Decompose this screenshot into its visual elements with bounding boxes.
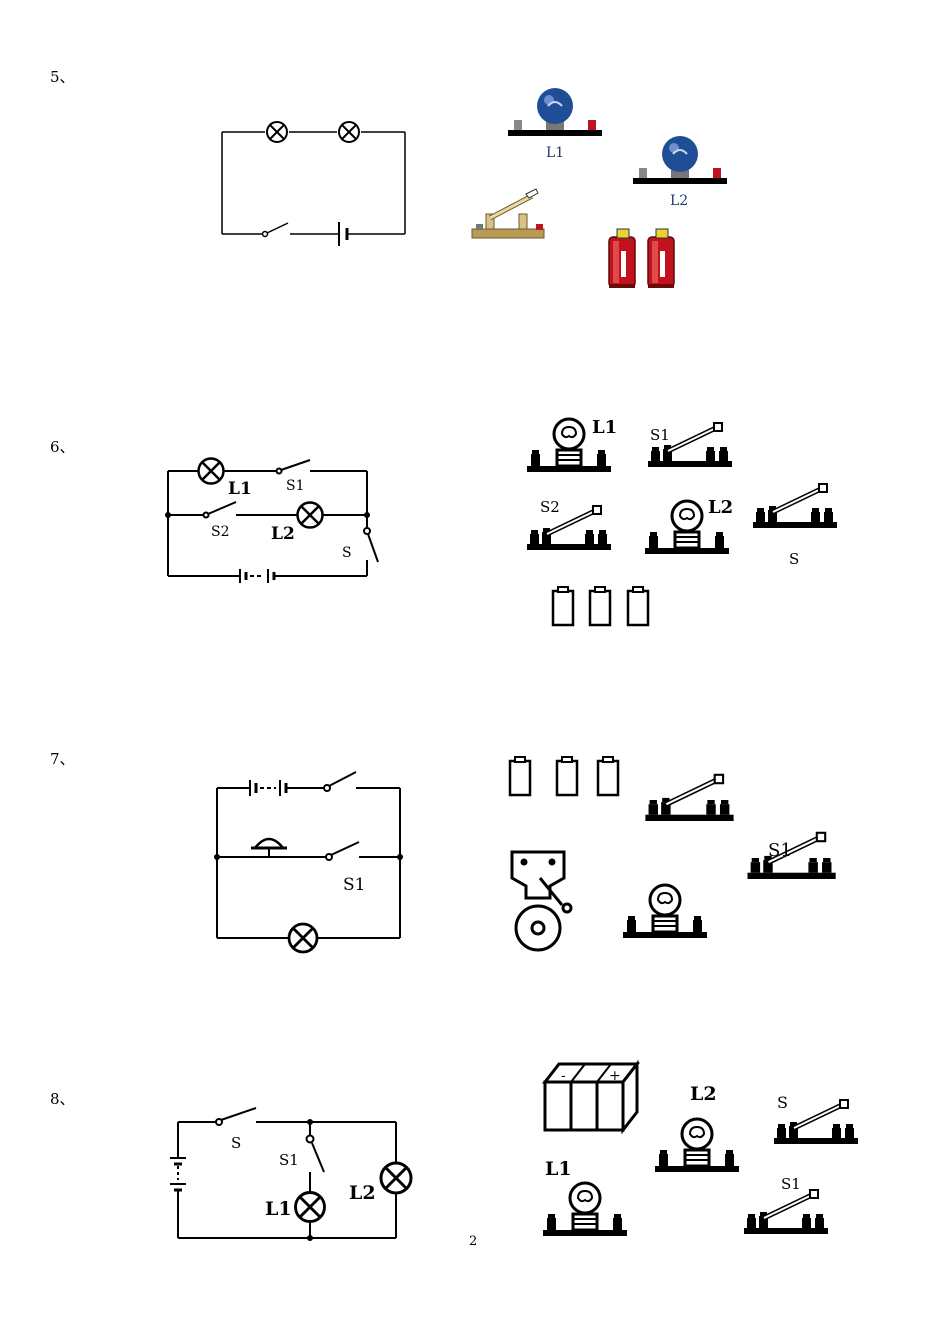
q5-label-l2: L2 — [670, 193, 688, 209]
q8-picture-label-s: S — [777, 1093, 788, 1112]
q5-knife-switch-picture — [471, 188, 545, 239]
q7-bell-symbol — [251, 837, 287, 857]
q6-battery-cell-1 — [551, 585, 575, 627]
q6-picture-label-s: S — [789, 550, 799, 568]
svg-text:-: - — [561, 1068, 566, 1084]
q5-battery-picture-1 — [608, 228, 636, 289]
q8-picture-label-l1: L1 — [545, 1158, 572, 1180]
question-number-8: 8、 — [50, 1090, 75, 1108]
q5-bulb-l2-picture — [632, 135, 728, 185]
q7-lamp-picture — [621, 883, 709, 940]
q5-bulb-l1-picture — [507, 87, 603, 137]
q6-label-s1: S1 — [286, 478, 305, 494]
q6-picture-label-l1: L1 — [592, 417, 617, 438]
q6-battery-cell-2 — [588, 585, 612, 627]
q6-battery-cell-3 — [626, 585, 650, 627]
q6-label-s: S — [342, 545, 352, 561]
q7-switch-picture — [645, 775, 733, 821]
page-number: 2 — [469, 1234, 478, 1249]
q5-battery-picture-2 — [647, 228, 675, 289]
q7-battery-cell-1 — [508, 755, 532, 797]
q6-label-l1: L1 — [228, 479, 252, 499]
q7-lamp-symbol — [287, 922, 319, 954]
q8-picture-label-s1: S1 — [781, 1175, 801, 1193]
q8-switch-s1-picture — [744, 1190, 828, 1234]
q8-lamp-l1-picture — [541, 1181, 629, 1238]
q7-electric-bell-picture — [510, 850, 573, 952]
q8-lamp-symbol-l1 — [294, 1191, 326, 1223]
q5-lamp-symbol-1 — [266, 121, 288, 143]
q7-circuit-diagram — [216, 771, 401, 939]
q8-circuit-diagram — [170, 1107, 397, 1239]
q8-label-l2: L2 — [349, 1182, 376, 1204]
question-number-7: 7、 — [50, 750, 75, 768]
q6-lamp-symbol-l1 — [197, 457, 225, 485]
q6-circuit-diagram — [167, 459, 379, 583]
q8-label-s: S — [231, 1134, 241, 1152]
q6-label-s2: S2 — [211, 524, 230, 540]
q8-lamp-l2-picture — [653, 1117, 741, 1174]
q8-lamp-symbol-l2 — [379, 1161, 413, 1195]
q5-lamp-symbol-2 — [338, 121, 360, 143]
question-number-6: 6、 — [50, 438, 75, 456]
q8-picture-label-l2: L2 — [690, 1083, 717, 1105]
q6-label-l2: L2 — [271, 524, 295, 544]
question-number-5: 5、 — [50, 68, 75, 86]
q5-label-l1: L1 — [546, 145, 564, 161]
q6-picture-label-l2: L2 — [708, 497, 733, 518]
svg-text:+: + — [609, 1068, 621, 1084]
q6-picture-label-s2: S2 — [540, 498, 560, 516]
q5-circuit-diagram — [221, 131, 406, 246]
q7-battery-cell-2 — [555, 755, 579, 797]
q8-label-l1: L1 — [265, 1198, 292, 1220]
q8-battery-box-picture: - + — [541, 1059, 641, 1135]
q8-label-s1: S1 — [279, 1151, 299, 1169]
q7-picture-label-s1: S1 — [768, 840, 792, 861]
q7-battery-cell-3 — [596, 755, 620, 797]
q7-label-s1: S1 — [343, 875, 365, 895]
q6-lamp-symbol-l2 — [296, 501, 324, 529]
q6-switch-s-picture — [753, 484, 837, 528]
q6-picture-label-s1: S1 — [650, 426, 670, 444]
